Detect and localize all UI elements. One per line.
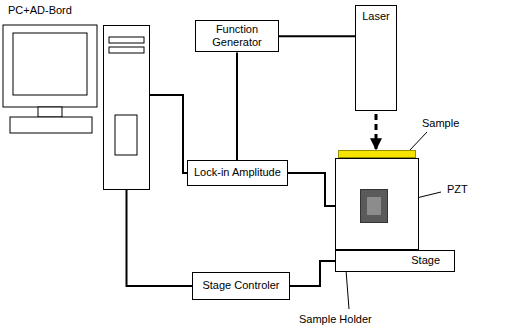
- sample-holder: Sample HolderPZT: [335, 158, 419, 250]
- part-label: PC+AD-Bord: [8, 4, 72, 16]
- laser-beam: [375, 114, 378, 149]
- monitor-drawing: [3, 25, 97, 133]
- process-box: Function Generator: [195, 20, 279, 52]
- signal-wire: [236, 52, 238, 160]
- pc-tower: PC+AD-Bord: [103, 25, 150, 190]
- box-label: Lock-in Amplitude: [194, 166, 281, 179]
- signal-wire: [150, 95, 187, 173]
- signal-wire: [279, 35, 355, 37]
- signal-wire: [127, 190, 193, 286]
- process-box: Stage Controler: [192, 272, 290, 300]
- box-label: Laser: [362, 10, 390, 23]
- pzt-actuator: PZT: [360, 189, 388, 223]
- signal-wire: [290, 261, 335, 286]
- sample-plate: Sample: [338, 150, 416, 158]
- process-box: Lock-in Amplitude: [187, 160, 288, 186]
- box-label: Function Generator: [202, 23, 272, 49]
- part-label: PZT: [447, 183, 468, 195]
- box-label: Stage Controler: [202, 279, 279, 292]
- stage-box: Stage: [335, 250, 455, 272]
- part-label: Sample: [422, 117, 459, 129]
- laser-box: Laser: [355, 5, 397, 111]
- tower-drawing: [103, 25, 150, 190]
- box-label: Stage: [411, 254, 440, 267]
- pzt-core: [367, 197, 381, 215]
- part-label: Sample Holder: [299, 313, 372, 325]
